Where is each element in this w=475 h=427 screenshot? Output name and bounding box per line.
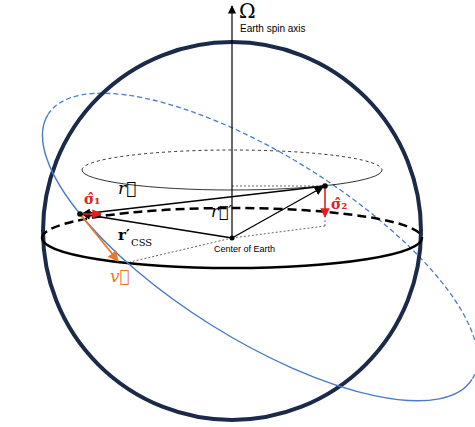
vector-label: r⃗ — [118, 180, 136, 197]
point-css — [77, 211, 83, 217]
equator-front — [42, 238, 422, 268]
point-2 — [322, 183, 328, 189]
sigma1-arrow — [80, 213, 101, 215]
point-label: Center of Earth — [214, 245, 275, 254]
orbit-front — [0, 115, 472, 427]
projection-line — [232, 186, 325, 187]
axis-label: Earth spin axis — [240, 24, 306, 34]
vector-label: r′ — [118, 228, 130, 243]
earth-center — [230, 236, 235, 241]
vector-label: r⃗′ — [211, 204, 232, 220]
vector-r-prime — [232, 187, 323, 238]
sigma2-arrow — [324, 186, 326, 217]
unit-vector-label: σ̂₁ — [84, 192, 100, 206]
subscript-label: CSS — [131, 238, 152, 248]
velocity-arrow — [80, 214, 118, 261]
vector-label: v⃗ — [110, 268, 130, 285]
projection-line — [232, 226, 325, 238]
axis-symbol: Ω — [239, 1, 256, 21]
vector-r-css — [82, 214, 232, 238]
unit-vector-label: σ̂₂ — [331, 197, 347, 211]
projection-line — [325, 218, 326, 226]
